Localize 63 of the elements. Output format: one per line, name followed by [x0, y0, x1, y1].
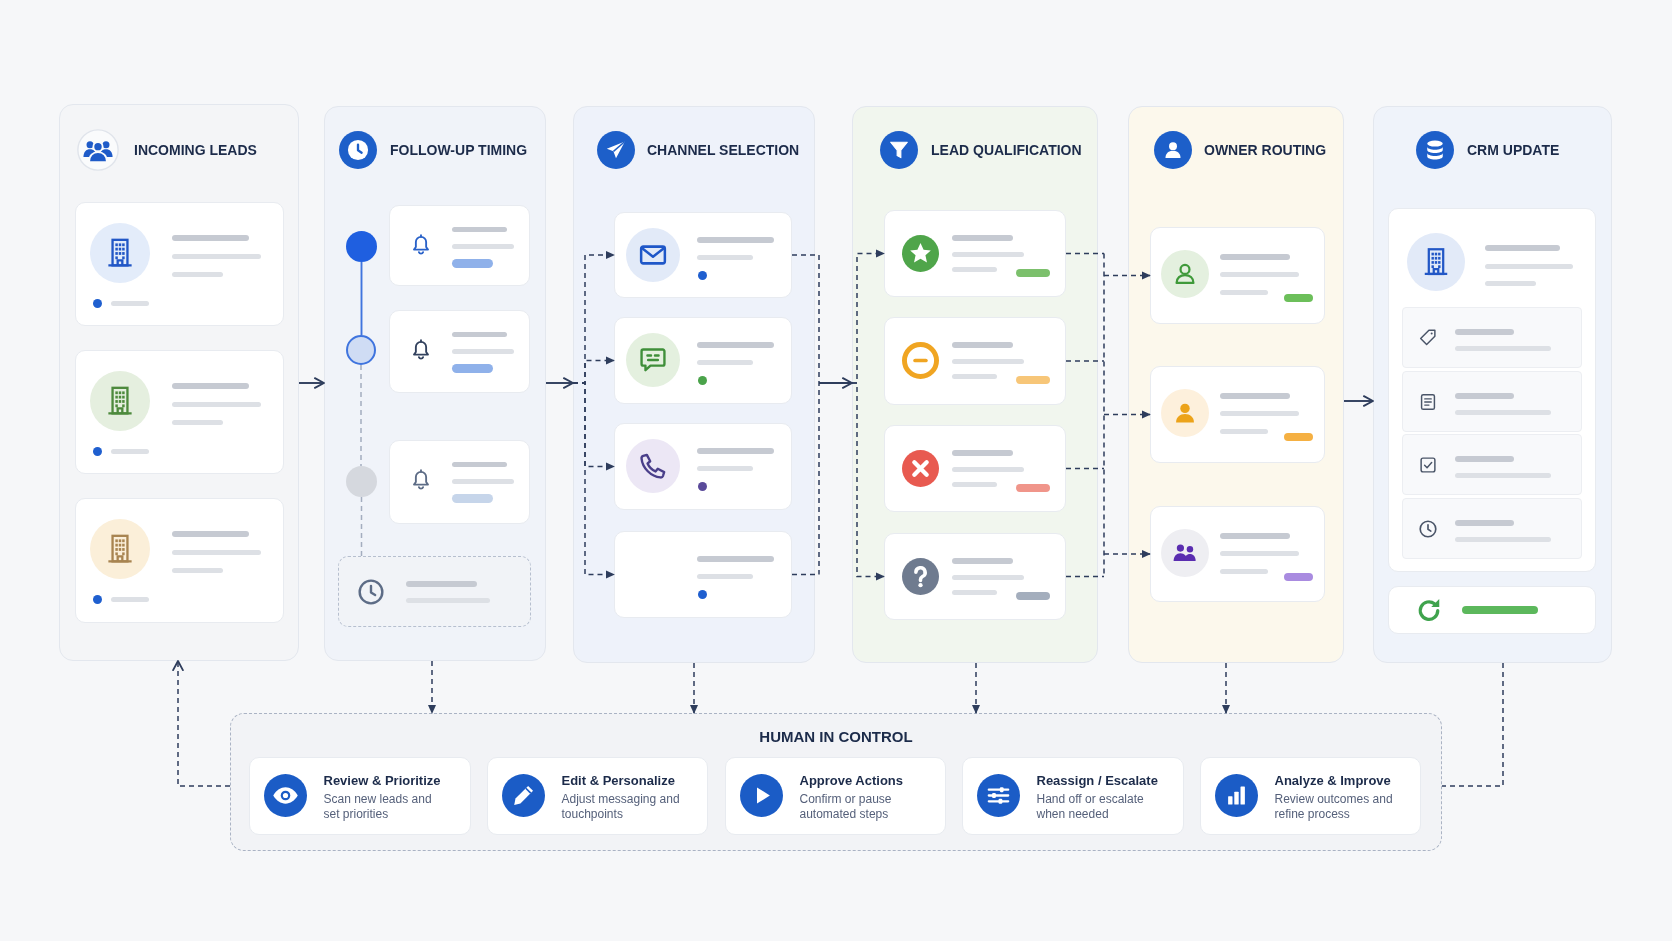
action-description: Adjust messaging and touchpoints	[561, 791, 681, 822]
column-heading: FOLLOW-UP TIMING	[390, 141, 528, 159]
arrow	[1103, 549, 1151, 559]
owner-card	[1150, 506, 1325, 602]
action-description: Review outcomes and refine process	[1274, 791, 1394, 822]
owner-card	[1150, 366, 1325, 463]
column-panel	[1373, 106, 1612, 663]
arrow	[1343, 395, 1374, 407]
action-card	[248, 756, 471, 835]
column-heading: LEAD QUALIFICATION	[931, 141, 1082, 159]
column-panel	[59, 104, 299, 661]
connector-line	[360, 364, 362, 467]
action-card	[961, 756, 1184, 835]
action-title: Reassign / Escalate	[1036, 772, 1158, 789]
arrow	[689, 662, 699, 714]
qualification-card	[884, 210, 1066, 297]
arrow	[572, 382, 615, 579]
arrow	[545, 377, 574, 389]
column-panel	[852, 106, 1098, 663]
pending-card	[338, 556, 531, 627]
arrow	[172, 660, 231, 787]
arrow	[1103, 271, 1151, 280]
arrow	[971, 662, 981, 714]
connector-line	[1065, 252, 1105, 255]
column-panel	[573, 106, 815, 663]
channel-card	[614, 212, 792, 298]
connector-line	[1065, 575, 1105, 578]
column-heading: CHANNEL SELECTION	[647, 141, 800, 159]
action-card	[1199, 756, 1421, 835]
action-description: Scan new leads and set priorities	[323, 791, 433, 822]
connector-line	[1065, 467, 1105, 470]
arrow	[1221, 662, 1231, 714]
channel-card	[614, 317, 792, 404]
qualification-card	[884, 425, 1066, 512]
panel-heading: HUMAN IN CONTROL	[759, 728, 913, 746]
channel-card	[614, 423, 792, 510]
connector-line	[360, 496, 363, 557]
action-title: Approve Actions	[799, 772, 904, 789]
channel-card	[614, 531, 792, 618]
qualification-card	[884, 533, 1066, 620]
column-heading: OWNER ROUTING	[1204, 141, 1327, 159]
connector-line	[360, 261, 363, 336]
arrow	[427, 660, 437, 714]
arrow	[851, 382, 885, 581]
action-description: Confirm or pause automated steps	[799, 791, 893, 822]
timeline-node	[346, 231, 377, 262]
connector-line	[1441, 662, 1504, 787]
column-panel	[324, 106, 546, 661]
action-title: Analyze & Improve	[1274, 772, 1391, 789]
qualification-card	[884, 317, 1066, 405]
action-description: Hand off or escalate when needed	[1036, 791, 1145, 822]
action-title: Review & Prioritize	[323, 772, 441, 789]
timeline-node	[346, 335, 376, 365]
owner-card	[1150, 227, 1325, 324]
action-card	[724, 756, 946, 835]
control-panel	[230, 713, 1442, 851]
column-heading: CRM UPDATE	[1467, 141, 1560, 159]
action-title: Edit & Personalize	[561, 772, 675, 789]
column-panel	[1128, 106, 1344, 663]
column-heading: INCOMING LEADS	[134, 141, 257, 159]
action-card	[486, 756, 708, 835]
timeline-node	[346, 466, 377, 497]
arrow	[298, 377, 325, 389]
